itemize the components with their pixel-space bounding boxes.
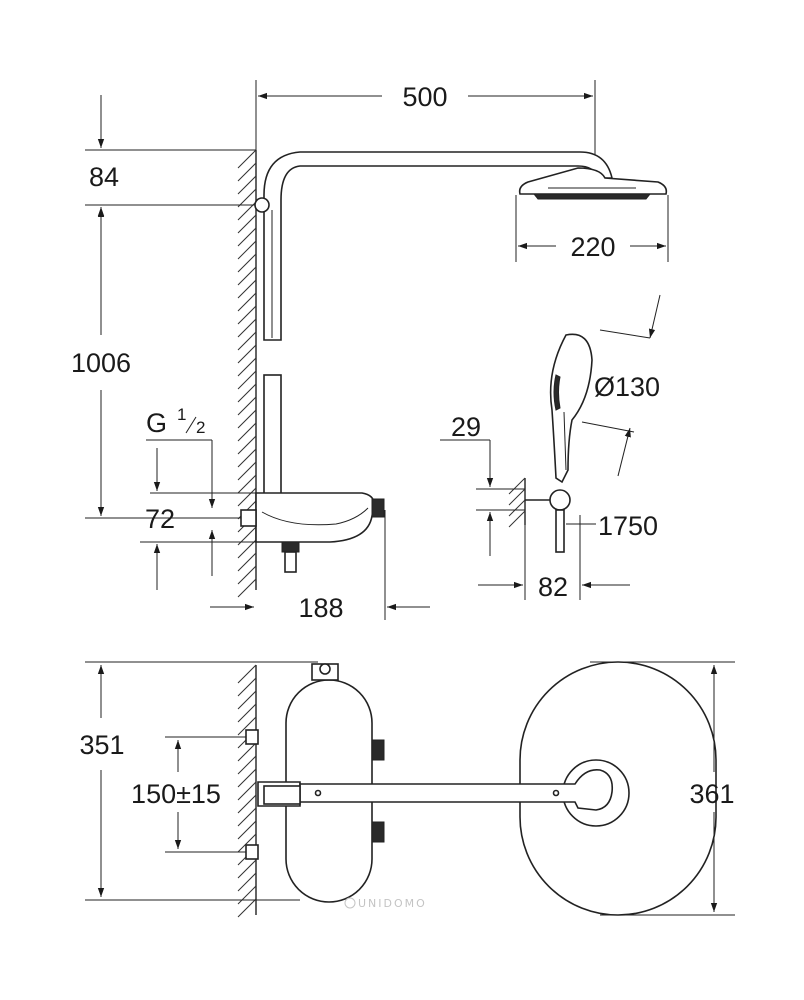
hatch-line	[237, 539, 257, 559]
hatch-line	[237, 703, 257, 723]
dim-thread-num: 1	[177, 405, 186, 424]
hatch-line	[237, 872, 257, 892]
hatch-line	[237, 487, 257, 507]
dim-thread-den: 2	[196, 418, 205, 437]
dim-361: 361	[689, 779, 734, 809]
dimension-361: 361	[689, 665, 735, 912]
dim-84: 84	[89, 162, 119, 192]
front-view: 351 150±15 361 UNIDOMO	[79, 661, 735, 918]
hatch-line	[237, 768, 257, 788]
wall-hand	[508, 477, 526, 528]
hatch-line	[237, 677, 257, 697]
shower-arm-front	[257, 768, 614, 811]
hatch-line	[237, 448, 257, 468]
hatch-line	[237, 898, 257, 918]
dimension-220: 220	[518, 232, 666, 262]
dim-1750: 1750	[598, 511, 658, 541]
hatch-line	[508, 488, 526, 506]
dimension-188: 188	[210, 593, 430, 623]
dim-351: 351	[79, 730, 124, 760]
hatch-line	[508, 510, 526, 528]
hatch-line	[237, 240, 257, 260]
dim-72: 72	[145, 504, 175, 534]
dim-1006: 1006	[71, 348, 131, 378]
extension-lines-side	[85, 80, 669, 620]
dim-188: 188	[298, 593, 343, 623]
dimension-130: Ø130	[594, 294, 661, 477]
hatch-line	[237, 344, 257, 364]
hatch-line	[237, 742, 257, 762]
hatch-line	[237, 461, 257, 481]
dimension-500: 500	[258, 82, 593, 112]
hatch-line	[237, 716, 257, 736]
dimension-thread: G 1 2	[146, 405, 216, 576]
hatch-line	[237, 781, 257, 801]
hatch-line	[237, 227, 257, 247]
hatch-line	[237, 690, 257, 710]
watermark-text: UNIDOMO	[358, 897, 427, 910]
hatch-line	[237, 885, 257, 905]
hatch-line	[237, 859, 257, 879]
hatch-line	[508, 499, 526, 517]
side-view: 500 84 220 1006 G 1 2 72	[71, 80, 669, 623]
hatch-line	[237, 253, 257, 273]
hatch-line	[237, 552, 257, 572]
hand-shower	[525, 333, 635, 553]
dimension-150: 150±15	[131, 740, 221, 849]
hatch-line	[237, 279, 257, 299]
hatch-line	[237, 370, 257, 390]
hatch-line	[237, 162, 257, 182]
watermark: UNIDOMO	[344, 897, 427, 910]
hatch-line	[237, 435, 257, 455]
hatch-line	[237, 357, 257, 377]
hatch-line	[237, 188, 257, 208]
hatch-line	[237, 794, 257, 814]
dim-150: 150±15	[131, 779, 221, 809]
hatch-line	[237, 305, 257, 325]
wall-side	[237, 149, 257, 598]
hatch-line	[237, 292, 257, 312]
hatch-line	[237, 175, 257, 195]
dimension-82: 82	[478, 515, 630, 602]
hatch-line	[237, 820, 257, 840]
hatch-line	[237, 409, 257, 429]
hatch-line	[237, 833, 257, 853]
dimension-29: 29	[440, 412, 525, 556]
dimension-1006: 1006	[71, 208, 131, 516]
dim-29: 29	[451, 412, 481, 442]
hatch-line	[237, 422, 257, 442]
dim-130: Ø130	[594, 372, 660, 402]
hand-shower-view: Ø130 29 1750 82	[440, 294, 661, 602]
hatch-line	[237, 807, 257, 827]
wall-front	[237, 664, 257, 918]
hatch-line	[237, 214, 257, 234]
dimension-1750: 1750	[566, 511, 658, 541]
hatch-line	[508, 477, 526, 495]
hatch-line	[237, 565, 257, 585]
hatch-line	[237, 266, 257, 286]
dimension-72: 72	[145, 448, 175, 590]
dim-thread-g: G	[146, 408, 167, 438]
hatch-line	[237, 755, 257, 775]
dimension-351: 351	[79, 665, 125, 897]
hatch-line	[237, 664, 257, 684]
dim-500: 500	[402, 82, 447, 112]
hatch-line	[237, 578, 257, 598]
dim-82: 82	[538, 572, 568, 602]
hatch-line	[237, 474, 257, 494]
hatch-line	[237, 383, 257, 403]
dimension-84: 84	[89, 95, 119, 240]
dim-220: 220	[570, 232, 615, 262]
hatch-line	[237, 396, 257, 416]
hatch-line	[237, 331, 257, 351]
hatch-line	[237, 149, 257, 169]
hatch-line	[237, 318, 257, 338]
head-shower-side	[518, 167, 668, 200]
thermostat-side	[240, 492, 385, 573]
